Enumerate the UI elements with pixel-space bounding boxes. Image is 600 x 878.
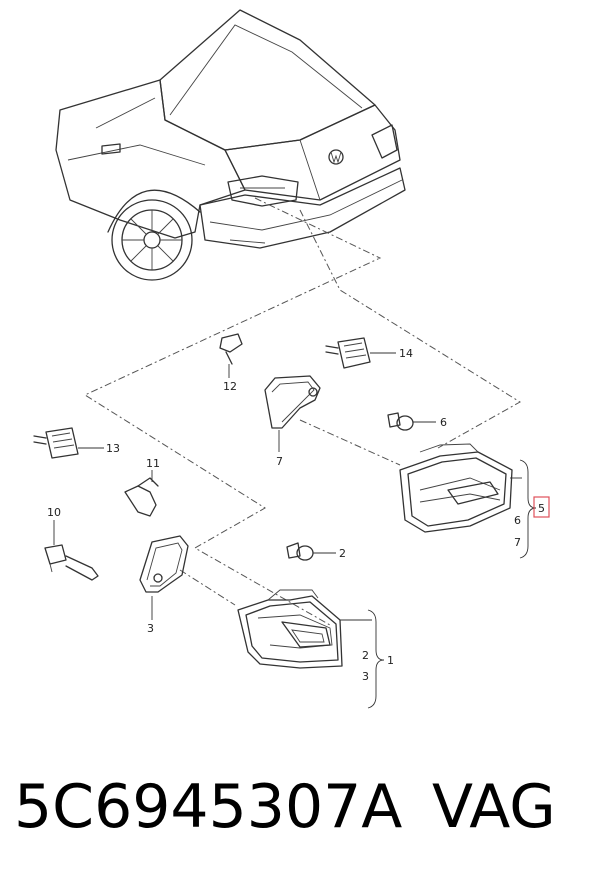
callout-2-group: 2 bbox=[362, 649, 369, 662]
callout-labels: 12 14 7 6 13 11 10 3 2 5 6 7 2 1 3 bbox=[47, 347, 545, 683]
part-10-wire bbox=[44, 520, 99, 581]
parts-diagram: 12 14 7 6 13 11 10 3 2 5 6 7 2 1 3 bbox=[33, 9, 550, 709]
callout-2-bulb: 2 bbox=[339, 547, 346, 560]
part-5-inner-tail-light bbox=[399, 443, 550, 559]
part-7-gasket-upper bbox=[264, 375, 321, 452]
callout-7-upper: 7 bbox=[276, 455, 283, 468]
callout-7-group: 7 bbox=[514, 536, 521, 549]
part-5-highlight bbox=[533, 496, 550, 518]
part-number: 5C6945307A bbox=[14, 772, 403, 842]
callout-1: 1 bbox=[387, 654, 394, 667]
callout-13: 13 bbox=[106, 442, 120, 455]
part-14-connector bbox=[325, 337, 396, 369]
callout-5: 5 bbox=[538, 502, 545, 515]
callout-6-bulb: 6 bbox=[440, 416, 447, 429]
part-1-outer-tail-light bbox=[237, 589, 385, 709]
callout-11: 11 bbox=[146, 457, 160, 470]
part-13-connector bbox=[33, 427, 104, 459]
brand-label: VAG bbox=[432, 772, 556, 842]
part-2-bulb bbox=[286, 542, 336, 561]
callout-3-group: 3 bbox=[362, 670, 369, 683]
callout-12: 12 bbox=[223, 380, 237, 393]
connection-lines bbox=[83, 197, 521, 626]
callout-14: 14 bbox=[399, 347, 413, 360]
part-3-gasket-lower bbox=[139, 535, 189, 620]
callout-3-gasket: 3 bbox=[147, 622, 154, 635]
callout-6-group: 6 bbox=[514, 514, 521, 527]
part-11-socket bbox=[124, 470, 159, 517]
part-12-clip bbox=[219, 333, 243, 378]
callout-10: 10 bbox=[47, 506, 61, 519]
part-6-bulb bbox=[387, 412, 436, 431]
car-illustration bbox=[55, 9, 406, 281]
